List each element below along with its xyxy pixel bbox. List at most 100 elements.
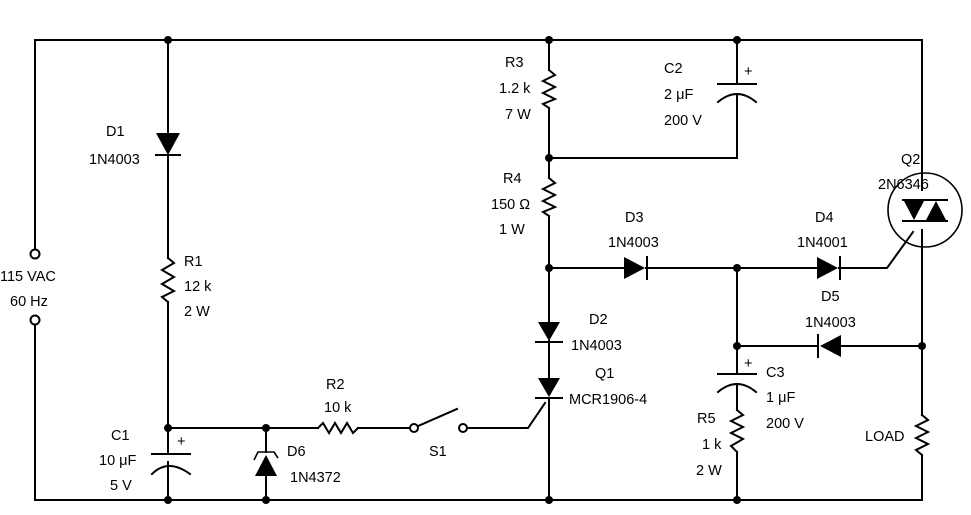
scr-q1-symbol	[538, 378, 560, 397]
diode-d5-symbol	[820, 335, 841, 357]
junction-dot	[545, 264, 553, 272]
capacitor-c3: + C3 1 μF 200 V	[716, 356, 804, 432]
junction-dot	[545, 36, 553, 44]
wire-bottom-rail	[34, 454, 923, 501]
resistor-r4: R4 150 Ω 1 W	[491, 171, 558, 238]
wire-s1-q1gate	[466, 401, 547, 429]
r2-ref-label: R2	[326, 377, 345, 393]
diode-d4: D4 1N4001	[797, 210, 848, 280]
switch-s1-lever[interactable]	[416, 407, 459, 428]
resistor-r1-zigzag	[160, 256, 177, 304]
c2-polarity-plus: +	[744, 64, 752, 80]
r3-ref-label: R3	[505, 55, 524, 71]
r4-rating-label: 1 W	[499, 222, 525, 238]
diode-d5: D5 1N4003	[805, 289, 856, 358]
d6-part-label: 1N4372	[290, 470, 341, 486]
junction-dot	[164, 36, 172, 44]
junction-dot	[733, 496, 741, 504]
junction-dot	[733, 264, 741, 272]
zener-d6-cathode-bar	[253, 451, 279, 461]
ac-terminal-top[interactable]	[29, 248, 41, 260]
d3-ref-label: D3	[625, 210, 644, 226]
r4-ref-label: R4	[503, 171, 522, 187]
r5-ref-label: R5	[697, 411, 716, 427]
d5-part-label: 1N4003	[805, 315, 856, 331]
r5-rating-label: 2 W	[696, 463, 722, 479]
triac-q2-triangle-up	[926, 201, 946, 220]
resistor-r4-zigzag	[540, 176, 558, 218]
d2-part-label: 1N4003	[571, 338, 622, 354]
q1-part-label: MCR1906-4	[569, 392, 647, 408]
resistor-r1: R1 12 k 2 W	[160, 254, 212, 320]
c2-value-label: 2 μF	[664, 87, 693, 103]
q2-ref-label: Q2	[901, 152, 920, 168]
wire-c2-bottom	[548, 95, 738, 159]
triac-q2-circle	[887, 172, 963, 248]
junction-dot	[262, 496, 270, 504]
ac-source: 115 VAC 60 Hz	[0, 248, 56, 326]
junction-dot	[262, 424, 270, 432]
resistor-r3: R3 1.2 k 7 W	[499, 55, 558, 123]
junctions	[164, 36, 926, 504]
triac-q2-triangle-down	[904, 201, 924, 220]
c3-value-label: 1 μF	[766, 390, 795, 406]
capacitor-c1: + C1 10 μF 5 V	[99, 428, 192, 494]
q1-ref-label: Q1	[595, 366, 614, 382]
c2-ref-label: C2	[664, 61, 683, 77]
d5-ref-label: D5	[821, 289, 840, 305]
scr-q1: Q1 MCR1906-4	[535, 366, 647, 408]
r1-ref-label: R1	[184, 254, 203, 270]
c3-polarity-plus: +	[744, 356, 752, 372]
junction-dot	[733, 342, 741, 350]
r4-value-label: 150 Ω	[491, 197, 530, 213]
d1-part-label: 1N4003	[89, 152, 140, 168]
diode-d1: D1 1N4003	[89, 124, 181, 168]
resistor-r2-zigzag	[316, 421, 360, 435]
switch-s1-contact-right	[458, 423, 468, 433]
triac-q2: Q2 2N6346	[878, 152, 963, 248]
s1-ref-label: S1	[429, 444, 447, 460]
resistor-r3-zigzag	[540, 68, 558, 110]
q2-part-label: 2N6346	[878, 177, 929, 193]
c1-polarity-plus: +	[177, 434, 185, 450]
diode-d1-symbol	[156, 133, 180, 155]
d3-part-label: 1N4003	[608, 235, 659, 251]
diode-d2: D2 1N4003	[535, 312, 622, 354]
d6-ref-label: D6	[287, 444, 306, 460]
r1-value-label: 12 k	[184, 279, 212, 295]
resistor-r5-zigzag	[728, 408, 746, 454]
resistor-r5: R5 1 k 2 W	[696, 408, 746, 479]
diode-d3: D3 1N4003	[608, 210, 659, 280]
capacitor-c2-curved-plate	[716, 93, 758, 104]
diode-d2-symbol	[538, 322, 560, 341]
switch-s1-contact-left	[409, 423, 419, 433]
wire-top-rail	[34, 39, 923, 191]
resistor-r2: R2 10 k	[316, 377, 360, 435]
diode-d3-symbol	[624, 257, 645, 279]
ac-terminal-bottom[interactable]	[29, 314, 41, 326]
r3-rating-label: 7 W	[505, 107, 531, 123]
load-label: LOAD	[865, 429, 905, 445]
r1-rating-label: 2 W	[184, 304, 210, 320]
zener-diode-d6: D6 1N4372	[253, 444, 341, 486]
load-zigzag	[913, 413, 931, 457]
c3-ref-label: C3	[766, 365, 785, 381]
r5-value-label: 1 k	[702, 437, 722, 453]
d2-ref-label: D2	[589, 312, 608, 328]
junction-dot	[164, 496, 172, 504]
capacitor-c1-curved-plate	[150, 465, 192, 476]
switch-s1[interactable]: S1	[409, 407, 468, 460]
d4-part-label: 1N4001	[797, 235, 848, 251]
ac-frequency-label: 60 Hz	[10, 294, 48, 310]
wire-d4-q2gate	[838, 230, 915, 269]
junction-dot	[733, 36, 741, 44]
c2-rating-label: 200 V	[664, 113, 702, 129]
zener-d6-symbol	[255, 455, 277, 476]
c1-ref-label: C1	[111, 428, 130, 444]
diode-d4-symbol	[817, 257, 838, 279]
r3-value-label: 1.2 k	[499, 81, 531, 97]
junction-dot	[545, 154, 553, 162]
load-resistor: LOAD	[865, 413, 931, 457]
r2-value-label: 10 k	[324, 400, 352, 416]
